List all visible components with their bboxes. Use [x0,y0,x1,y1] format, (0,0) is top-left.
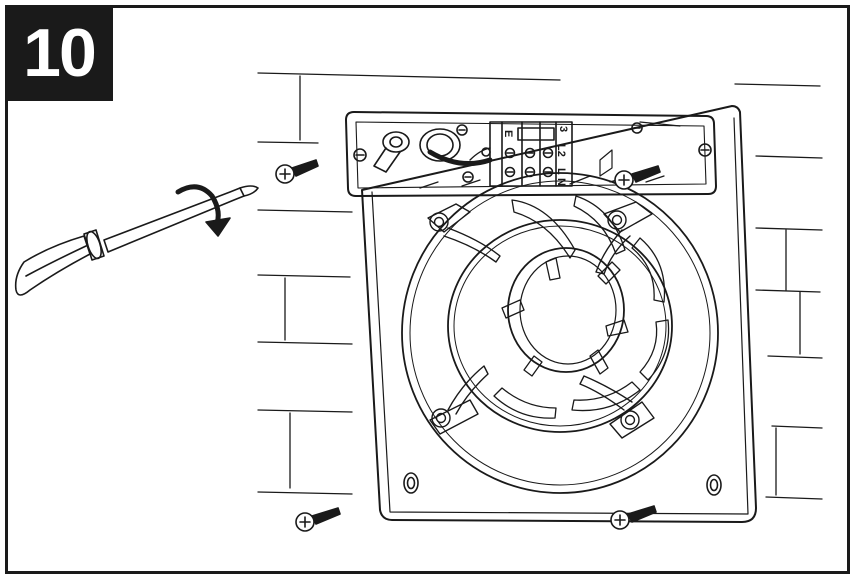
terminal-label-earth: E [502,130,514,137]
fixing-screw-right [698,143,712,157]
cable-gland [373,128,461,173]
screw-top-left [275,159,319,184]
terminal-label-timer: 3 [557,126,569,132]
terminal-label-switched-live: L2 [555,144,567,157]
screw-top-right [614,165,661,190]
screw-bottom-right [610,505,657,530]
step-number-badge: 10 [5,5,113,101]
impeller-blades [493,195,670,419]
fan-base-plate [361,105,757,523]
screw-icon [275,159,661,532]
terminal-compartment [345,111,717,197]
clip-top-left [427,203,501,263]
clip-top-right [595,201,653,275]
screwdriver-icon [14,185,259,296]
fan-spigot [507,247,625,373]
terminal-label-neutral: N [555,178,567,186]
impeller-housing [401,172,719,494]
mounting-hole-bottom-right [706,474,722,496]
clip-bottom-right [579,375,655,439]
mains-cable [427,149,493,167]
terminal-block [489,121,573,187]
mounting-clips [427,201,655,439]
terminal-label-live: L [555,168,567,175]
clip-bottom-left [429,365,489,435]
mounting-hole-bottom-left [403,472,419,494]
screw-bottom-left [295,507,341,532]
fixing-screw-left [353,148,367,162]
instruction-frame [5,5,850,574]
fixing-screw-top [456,124,468,136]
rotation-arrow-icon [175,184,231,237]
brick-wall [257,72,823,500]
